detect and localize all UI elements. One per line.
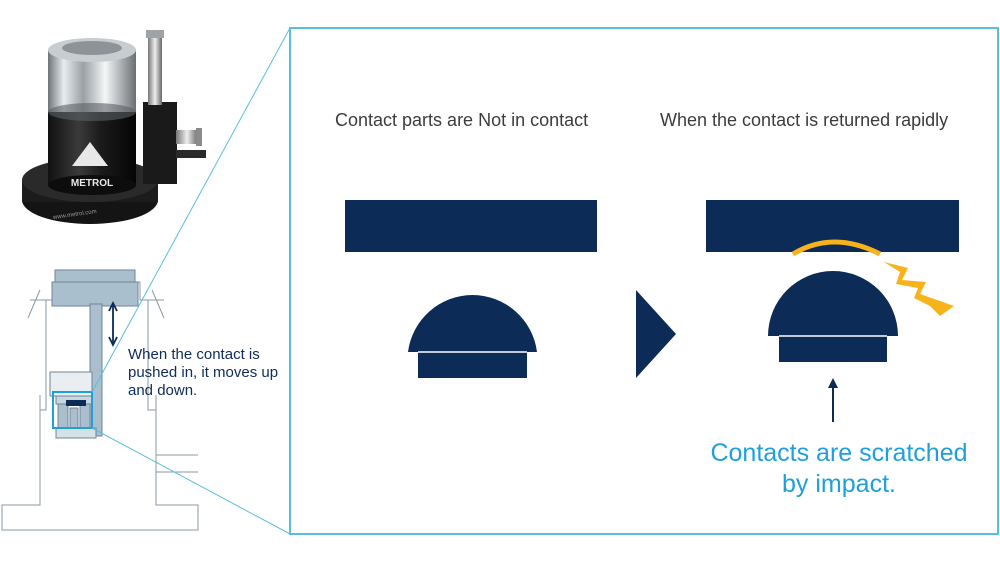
- lower-contact-head: [408, 295, 537, 378]
- spark-icon: [884, 262, 954, 316]
- pointer-arrow-head-icon: [828, 378, 838, 388]
- zoom-line-bottom: [91, 427, 291, 535]
- zoom-line-top: [91, 27, 291, 393]
- scratch-arc: [791, 239, 882, 257]
- contact-motion-note: When the contact is pushed in, it moves …: [128, 346, 279, 399]
- brand-label: METROL: [71, 178, 113, 189]
- state-returned-rapidly: [706, 200, 959, 362]
- detail-frame: [289, 27, 999, 535]
- product-photo: METROL www.metrol.com: [22, 30, 206, 224]
- cross-section-diagram: [1, 281, 199, 531]
- zoom-highlight-box: [52, 391, 93, 429]
- lower-contact-head-right: [768, 271, 898, 362]
- transition-arrow-icon: [636, 290, 676, 378]
- caption-returned-rapidly: When the contact is returned rapidly: [660, 110, 949, 130]
- caption-not-in-contact: Contact parts are Not in contact: [335, 110, 589, 130]
- metrol-logo-icon: [72, 142, 108, 166]
- scratch-warning-line2: by impact.: [782, 470, 896, 498]
- upper-contact-plate: [345, 200, 597, 252]
- plunger-section: [49, 269, 139, 439]
- state-not-in-contact: [345, 200, 597, 378]
- up-down-arrow-icon: [108, 300, 118, 348]
- scratch-warning: Contacts are scratched by impact.: [689, 438, 989, 500]
- scratch-warning-line1: Contacts are scratched: [710, 439, 968, 467]
